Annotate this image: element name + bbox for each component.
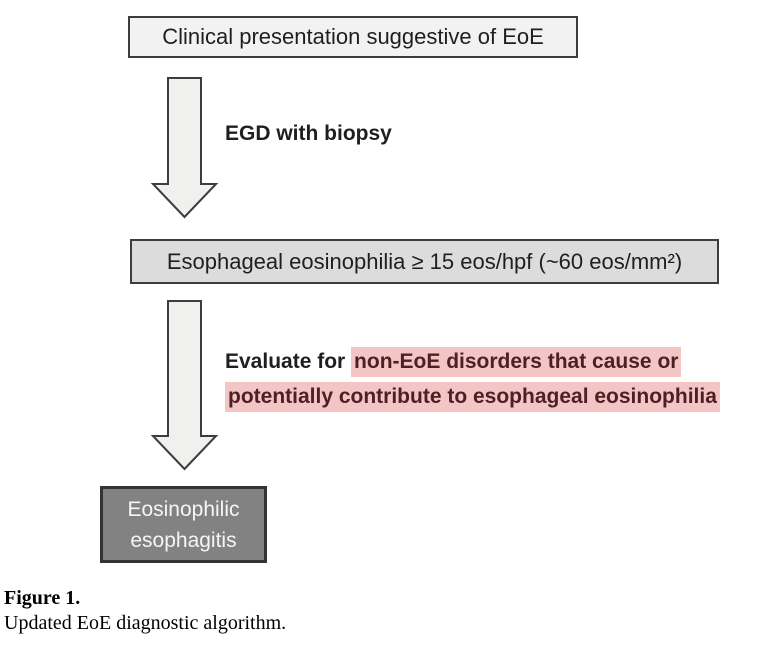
evaluate-highlight-line2: potentially contribute to esophageal eos… — [225, 382, 720, 412]
arrow-label-evaluate: Evaluate for non-EoE disorders that caus… — [225, 344, 720, 414]
figure-caption-text: Updated EoE diagnostic algorithm. — [4, 612, 287, 634]
evaluate-plain-text: Evaluate for — [225, 350, 352, 373]
flow-box-clinical-presentation: Clinical presentation suggestive of EoE — [128, 16, 578, 58]
flow-box-eosinophilic-esophagitis: Eosinophilic esophagitis — [100, 486, 267, 563]
down-arrow-icon — [150, 300, 219, 471]
arrow-label-egd: EGD with biopsy — [225, 122, 392, 145]
figure-caption-label: Figure 1. — [4, 587, 81, 609]
down-arrow-icon — [150, 77, 219, 219]
evaluate-highlight-line1: non-EoE disorders that cause or — [351, 347, 682, 377]
flow-box-esophageal-eosinophilia: Esophageal eosinophilia ≥ 15 eos/hpf (~6… — [130, 239, 719, 284]
figure-caption: Figure 1. Updated EoE diagnostic algorit… — [4, 586, 286, 636]
